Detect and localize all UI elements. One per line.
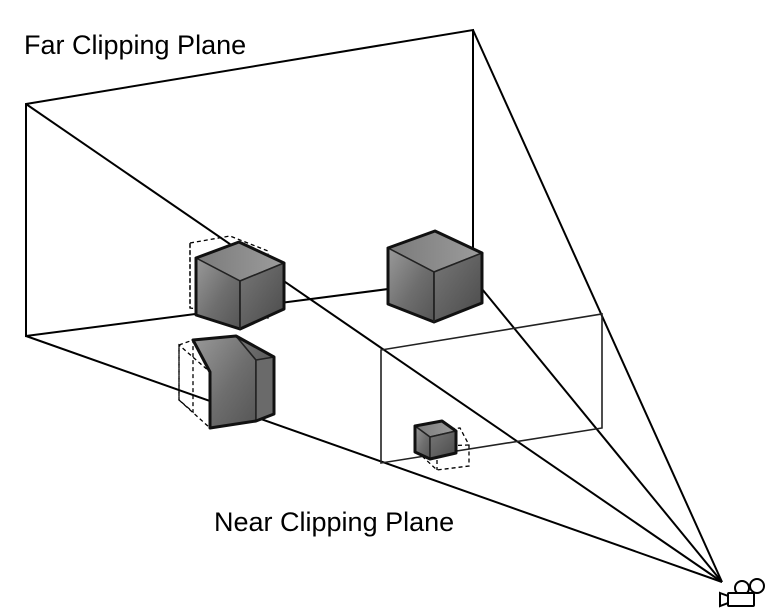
cube-lower-left xyxy=(178,334,276,430)
near-clipping-plane-label: Near Clipping Plane xyxy=(214,507,454,537)
far-clipping-plane-label: Far Clipping Plane xyxy=(24,30,246,60)
cube-upper-left xyxy=(189,235,286,331)
near-clipping-plane xyxy=(380,313,603,464)
frustum-edges xyxy=(25,29,723,583)
movie-camera-icon xyxy=(719,578,765,608)
cube-upper-right xyxy=(386,229,484,324)
cube-near-small xyxy=(413,419,470,471)
